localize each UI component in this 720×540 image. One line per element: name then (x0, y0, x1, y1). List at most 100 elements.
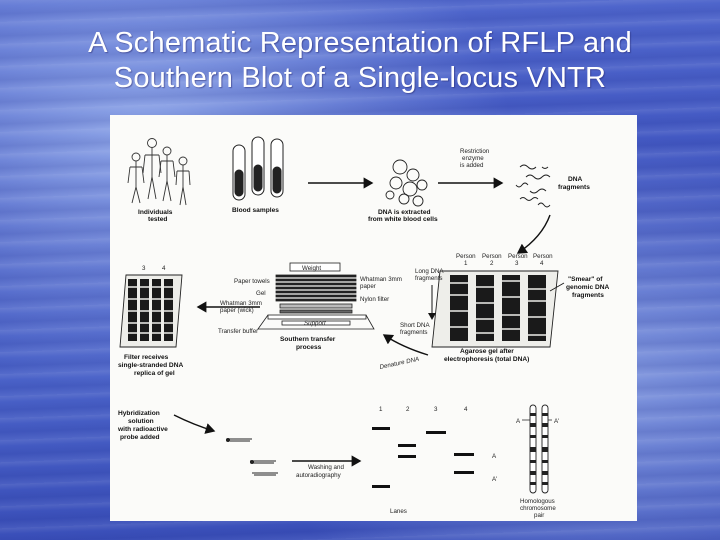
title-line-1: A Schematic Representation of RFLP and (88, 27, 632, 59)
lane-4-number: 4 (540, 260, 544, 267)
filter-lane-4: 4 (162, 265, 166, 272)
band-lane-4-b (454, 471, 474, 474)
dna-extracted-label: DNA is extracted from white blood cells (368, 209, 438, 223)
dna-extracted-line-1: DNA is extracted (378, 209, 431, 216)
lanes-label: Lanes (390, 508, 407, 515)
transfer-buffer-label: Transfer buffer (218, 328, 258, 335)
band-lane-1-b (372, 485, 390, 488)
band-lane-3-a (426, 431, 446, 434)
nylon-filter-label: Nylon filter (360, 296, 389, 303)
film-lane-4: 4 (464, 406, 468, 413)
whatman-wick-label: Whatman 3mm paper (wick) (220, 300, 264, 314)
film-allele-a-prime: A' (492, 476, 497, 483)
lane-1-number: 1 (464, 260, 468, 267)
homologous-label: Homologous chromosome pair (520, 498, 558, 519)
long-fragments-label: Long DNA fragments (415, 268, 445, 282)
filter-line-3: replica of gel (134, 370, 175, 377)
agarose-line-2: electrophoresis (total DNA) (444, 356, 529, 363)
denature-label: Denature DNA (379, 356, 420, 371)
agarose-label: Agarose gel after electrophoresis (total… (444, 348, 529, 363)
southern-line-1: Southern transfer (280, 336, 336, 343)
hybridization-line-3: with radioactive (117, 426, 168, 433)
short-fragments-line-2: fragments (400, 329, 428, 336)
restriction-line-1: Restriction (460, 148, 490, 155)
person-4-label: Person (533, 253, 553, 260)
homologous-line-2: chromosome (520, 505, 556, 512)
individuals-figures (127, 138, 191, 206)
short-fragments-label: Short DNA fragments (400, 322, 431, 336)
hybridization-line-1: Hybridization (118, 410, 160, 417)
individuals-label: Individuals tested (138, 209, 174, 223)
whatman-wick-line-1: Whatman 3mm (220, 300, 262, 307)
dna-fragments-label: DNA fragments (558, 176, 590, 191)
smear-label: "Smear" of genomic DNA fragments (566, 276, 611, 299)
probe-hybrids (225, 437, 278, 476)
washing-label: Washing and autoradiography (296, 464, 346, 479)
arrow-to-probes (173, 414, 216, 434)
whatman-right-line-1: Whatman 3mm (360, 276, 402, 283)
chromosome-allele-a: A (516, 418, 521, 425)
lane-2-number: 2 (490, 260, 494, 267)
film-lane-1: 1 (379, 406, 383, 413)
restriction-line-2: enzyme (462, 155, 484, 162)
denature-arrow (382, 334, 429, 356)
title-line-2: Southern Blot of a Single-locus VNTR (113, 62, 607, 94)
whatman-right-label: Whatman 3mm paper (360, 276, 404, 290)
band-lane-4-a (454, 453, 474, 456)
smear-line-2: genomic DNA (566, 284, 609, 291)
nylon-filter: 3 4 (119, 265, 183, 348)
support-label: Support (304, 320, 326, 327)
southern-transfer-label: Southern transfer process (280, 336, 337, 351)
whatman-wick-line-2: paper (wick) (220, 307, 254, 314)
agarose-gel (431, 270, 559, 348)
long-fragments-line-1: Long DNA (415, 268, 444, 275)
person-2-label: Person (482, 253, 502, 260)
short-fragments-line-1: Short DNA (400, 322, 430, 329)
hybridization-line-2: solution (128, 418, 154, 425)
agarose-line-1: Agarose gel after (460, 348, 514, 355)
filter-line-2: single-stranded DNA (118, 362, 183, 369)
autoradiograph: 1 2 3 4 A A' Lanes (372, 406, 497, 515)
test-tubes (232, 136, 284, 201)
homologous-line-1: Homologous (520, 498, 555, 505)
filter-line-1: Filter receives (124, 354, 169, 361)
filter-receives-label: Filter receives single-stranded DNA repl… (118, 354, 185, 377)
long-fragments-line-2: fragments (415, 275, 443, 282)
blood-samples-label: Blood samples (232, 207, 279, 214)
chromosome-allele-a-prime: A' (554, 418, 559, 425)
paper-towels-label: Paper towels (234, 278, 270, 285)
washing-line-1: Washing and (308, 464, 344, 471)
smear-line-3: fragments (572, 292, 604, 299)
southern-transfer-apparatus (257, 262, 375, 330)
restriction-enzyme-label: Restriction enzyme is added (460, 148, 491, 169)
arrow-to-gel (516, 214, 551, 254)
film-lane-3: 3 (434, 406, 438, 413)
dna-fragments-line-2: fragments (558, 184, 590, 191)
film-lane-2: 2 (406, 406, 410, 413)
weight-label: Weight (302, 265, 321, 272)
band-lane-2-a (398, 444, 416, 447)
individuals-label-line-1: Individuals (138, 209, 173, 216)
smear-pointer (549, 282, 565, 292)
rflp-southern-blot-figure: Individuals tested Blood samples DNA is … (110, 115, 637, 521)
dna-fragments-squiggles (515, 164, 551, 208)
homologous-line-3: pair (534, 512, 544, 519)
slide-title: A Schematic Representation of RFLP and S… (0, 26, 720, 96)
gel-label: Gel (256, 290, 266, 297)
band-lane-2-b (398, 455, 416, 458)
white-blood-cells (385, 159, 428, 207)
individuals-label-line-2: tested (148, 216, 167, 223)
restriction-line-3: is added (460, 162, 484, 169)
dna-fragments-line-1: DNA (568, 176, 583, 183)
filter-lane-3: 3 (142, 265, 146, 272)
hybridization-line-4: probe added (120, 434, 160, 441)
washing-line-2: autoradiography (296, 472, 342, 479)
hybridization-label: Hybridization solution with radioactive … (117, 410, 170, 441)
homologous-chromosomes: A A' (516, 404, 559, 494)
whatman-right-line-2: paper (360, 283, 376, 290)
film-allele-a: A (492, 453, 497, 460)
lane-3-number: 3 (515, 260, 519, 267)
smear-line-1: "Smear" of (568, 276, 603, 283)
person-3-label: Person (508, 253, 528, 260)
band-lane-1-a (372, 427, 390, 430)
